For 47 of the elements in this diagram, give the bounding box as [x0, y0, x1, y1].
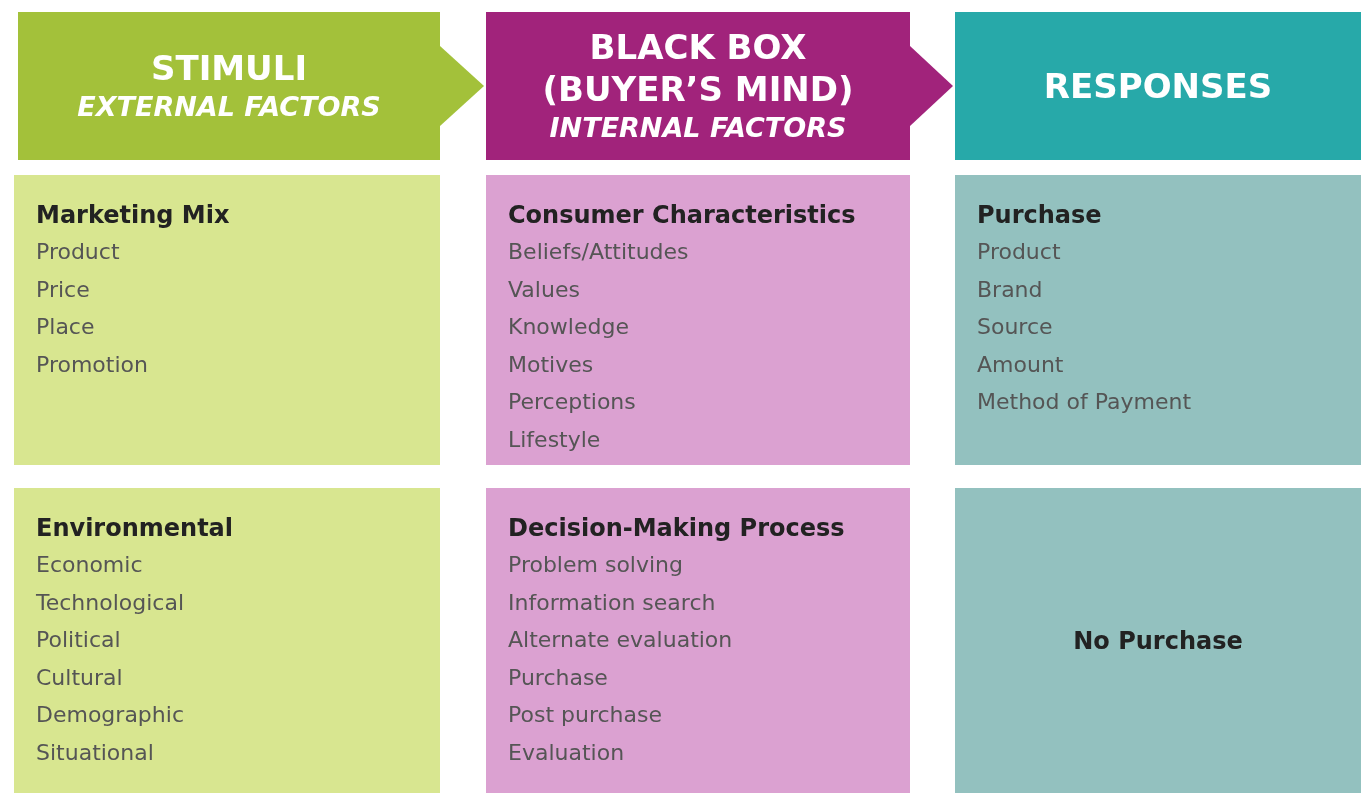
list-item: Amount: [977, 350, 1064, 379]
list-item: Product: [36, 238, 120, 266]
list-item: Place: [36, 313, 95, 341]
factor-panel: [14, 488, 440, 793]
list-item: Knowledge: [508, 313, 629, 341]
list-item: Lifestyle: [508, 425, 601, 454]
panel-heading: Purchase: [977, 200, 1102, 231]
list-item: Political: [36, 626, 121, 654]
header-title: BLACK BOX (BUYER’S MIND): [541, 26, 855, 110]
chevron-arrow: [910, 46, 953, 126]
list-item: Motives: [508, 350, 594, 379]
list-item: Promotion: [36, 350, 148, 379]
panel-heading: Marketing Mix: [36, 200, 230, 231]
list-item: Information search: [508, 588, 716, 617]
factor-panel: [486, 175, 910, 465]
list-item: Situational: [36, 738, 154, 767]
list-item: Method of Payment: [977, 388, 1192, 416]
list-item: Purchase: [508, 663, 608, 692]
list-item: Price: [36, 275, 90, 304]
factor-panel: [14, 175, 440, 465]
list-item: Source: [977, 313, 1053, 341]
panel-heading: Decision-Making Process: [508, 513, 845, 544]
header-title: RESPONSES: [1043, 65, 1273, 107]
list-item: Demographic: [36, 701, 184, 729]
header-subtitle: EXTERNAL FACTORS: [77, 90, 381, 124]
header-title: STIMULI: [150, 47, 308, 89]
list-item: Product: [977, 238, 1061, 266]
factor-panel: [955, 175, 1361, 465]
header-box: [955, 12, 1361, 160]
list-item: Alternate evaluation: [508, 626, 733, 654]
list-item: Technological: [36, 588, 185, 617]
panel-heading: No Purchase: [1073, 625, 1243, 657]
factor-panel: [486, 488, 910, 793]
list-item: Post purchase: [508, 701, 662, 729]
list-item: Brand: [977, 275, 1043, 304]
list-item: Cultural: [36, 663, 123, 692]
header-subtitle: INTERNAL FACTORS: [549, 111, 847, 145]
list-item: Problem solving: [508, 551, 683, 579]
factor-panel: [955, 488, 1361, 793]
list-item: Evaluation: [508, 738, 625, 767]
list-item: Values: [508, 275, 580, 304]
panel-heading: Consumer Characteristics: [508, 200, 856, 231]
chevron-arrow: [440, 46, 484, 126]
list-item: Perceptions: [508, 388, 636, 416]
list-item: Beliefs/Attitudes: [508, 238, 689, 266]
panel-heading: Environmental: [36, 513, 234, 544]
list-item: Economic: [36, 551, 143, 579]
